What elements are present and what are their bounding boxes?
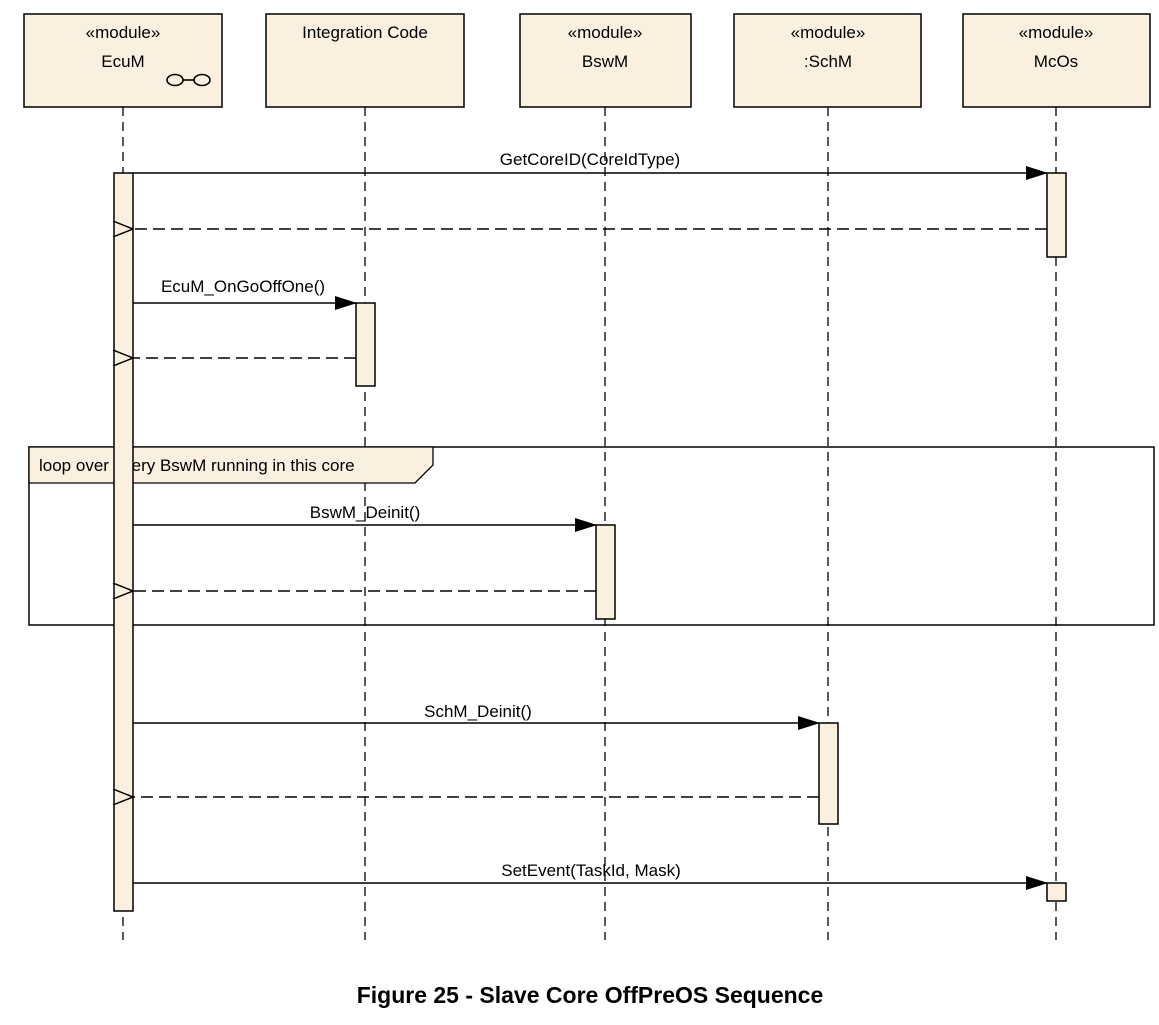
message-getcoreid-label: GetCoreID(CoreIdType) <box>500 150 680 169</box>
lifeline-header-bswm: «module» BswM <box>519 13 692 108</box>
lifeline-header-integration-code: Integration Code <box>265 13 465 108</box>
lifeline-name: :SchM <box>804 52 852 71</box>
message-setevent-label: SetEvent(TaskId, Mask) <box>501 861 681 880</box>
activation-schm <box>818 722 839 825</box>
message-ecum-ongooffone-label: EcuM_OnGoOffOne() <box>161 277 325 296</box>
lifeline-stereotype: «module» <box>86 23 161 42</box>
lifeline-header-mcos: «module» McOs <box>962 13 1151 108</box>
subsystem-glasses-icon <box>166 73 211 87</box>
activation-integration-code <box>355 302 376 387</box>
lifeline-header-ecum: «module» EcuM <box>23 13 223 108</box>
sequence-diagram: «module» EcuM Integration Code «module» … <box>23 13 1155 940</box>
lifeline-header-schm: «module» :SchM <box>733 13 922 108</box>
loop-frame-label: loop over every BswM running in this cor… <box>39 456 355 475</box>
message-schm-deinit-label: SchM_Deinit() <box>424 702 532 721</box>
message-bswm-deinit-label: BswM_Deinit() <box>310 503 421 522</box>
figure-caption: Figure 25 - Slave Core OffPreOS Sequence <box>356 982 824 1008</box>
activation-mcos-getcoreid <box>1046 172 1067 258</box>
activation-bswm <box>595 524 616 620</box>
activation-ecum <box>113 172 134 912</box>
loop-frame: loop over every BswM running in this cor… <box>28 446 1155 626</box>
lifeline-name: BswM <box>582 52 628 71</box>
activation-mcos-setevent <box>1046 882 1067 902</box>
lifeline-name: McOs <box>1034 52 1078 71</box>
lifeline-stereotype: «module» <box>1019 23 1094 42</box>
lifeline-stereotype: «module» <box>568 23 643 42</box>
lifeline-name: Integration Code <box>302 23 428 42</box>
lifeline-name: EcuM <box>101 52 144 71</box>
lifeline-stereotype: «module» <box>791 23 866 42</box>
